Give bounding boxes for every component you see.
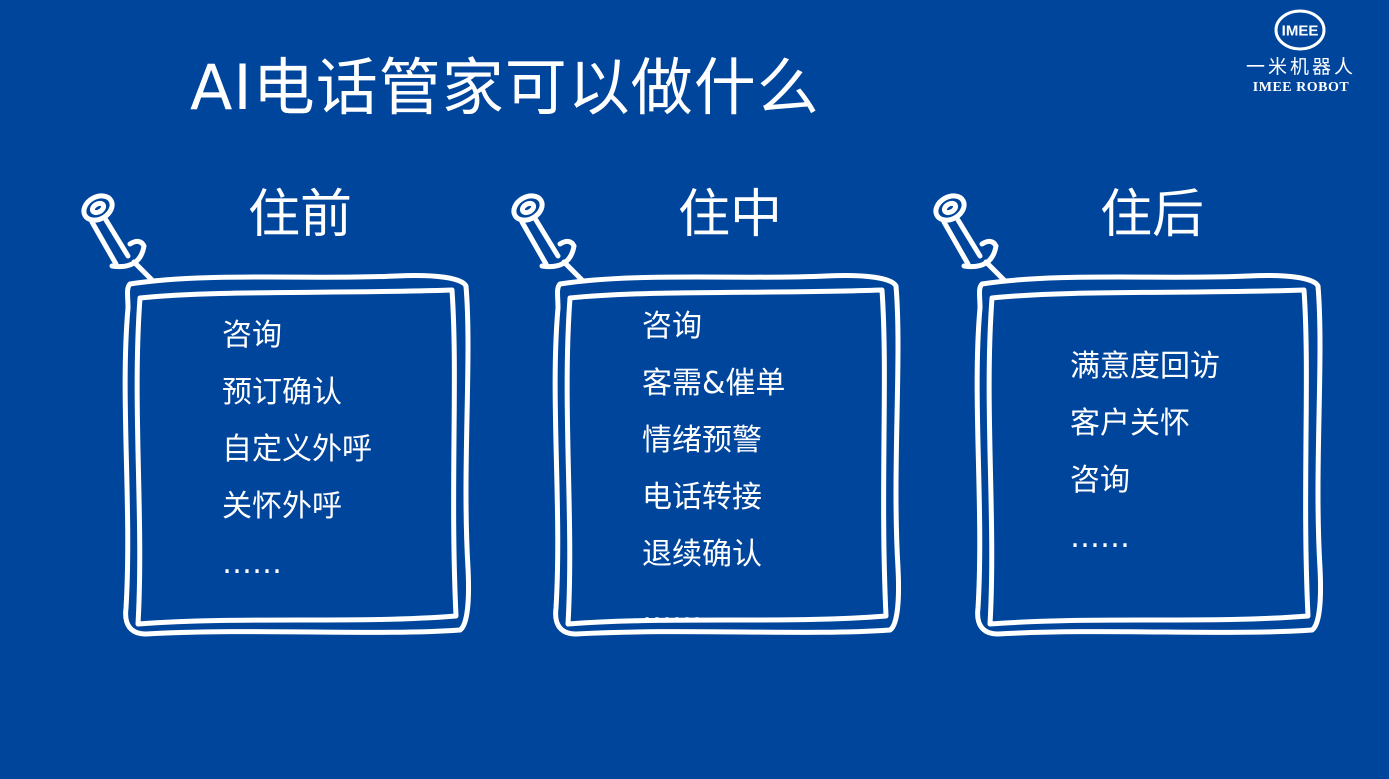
list-item: 预订确认	[222, 375, 342, 410]
list-item: 电话转接	[642, 480, 762, 515]
column-before-stay: 住前 咨询 预订确认 自定义外呼 关怀外呼 ……	[70, 0, 490, 779]
list-item: 退续确认	[642, 537, 762, 572]
pushpin-icon	[508, 186, 588, 282]
column-heading: 住中	[677, 185, 782, 245]
imee-logo-mark: IMEE	[1274, 8, 1326, 52]
pushpin-icon	[930, 186, 1010, 282]
hand-drawn-frame	[968, 268, 1332, 650]
list-item: ……	[642, 594, 702, 629]
pushpin-icon	[78, 186, 158, 282]
list-item: 咨询	[642, 309, 702, 344]
list-item: 咨询	[1070, 463, 1130, 498]
list-item: ……	[1070, 520, 1130, 555]
list-item: 满意度回访	[1070, 349, 1220, 384]
column-after-stay: 住后 满意度回访 客户关怀 咨询 ……	[922, 0, 1342, 779]
list-item: 客户关怀	[1070, 406, 1190, 441]
imee-robot-logo: IMEE 一米机器人 IMEE ROBOT	[1226, 6, 1376, 102]
list-item: 客需&催单	[642, 366, 786, 401]
logo-chinese-text: 一米机器人	[1245, 56, 1356, 78]
column-heading: 住后	[1099, 185, 1204, 245]
slide-title: AI电话管家可以做什么	[190, 51, 820, 124]
column-heading: 住前	[247, 185, 352, 245]
item-list: 满意度回访 客户关怀 咨询 ……	[1070, 338, 1220, 566]
list-item: 情绪预警	[642, 423, 762, 458]
list-item: 咨询	[222, 318, 282, 353]
item-list: 咨询 预订确认 自定义外呼 关怀外呼 ……	[222, 307, 372, 592]
list-item: 关怀外呼	[222, 489, 342, 524]
list-item: ……	[222, 546, 282, 581]
hand-drawn-frame	[546, 268, 910, 650]
svg-text:IMEE: IMEE	[1282, 23, 1319, 40]
logo-english-text: IMEE ROBOT	[1252, 80, 1350, 95]
item-list: 咨询 客需&催单 情绪预警 电话转接 退续确认 ……	[642, 298, 785, 640]
hand-drawn-frame	[116, 268, 480, 650]
list-item: 自定义外呼	[222, 432, 372, 467]
column-during-stay: 住中 咨询 客需&催单 情绪预警 电话转接 退续确认 ……	[500, 0, 920, 779]
